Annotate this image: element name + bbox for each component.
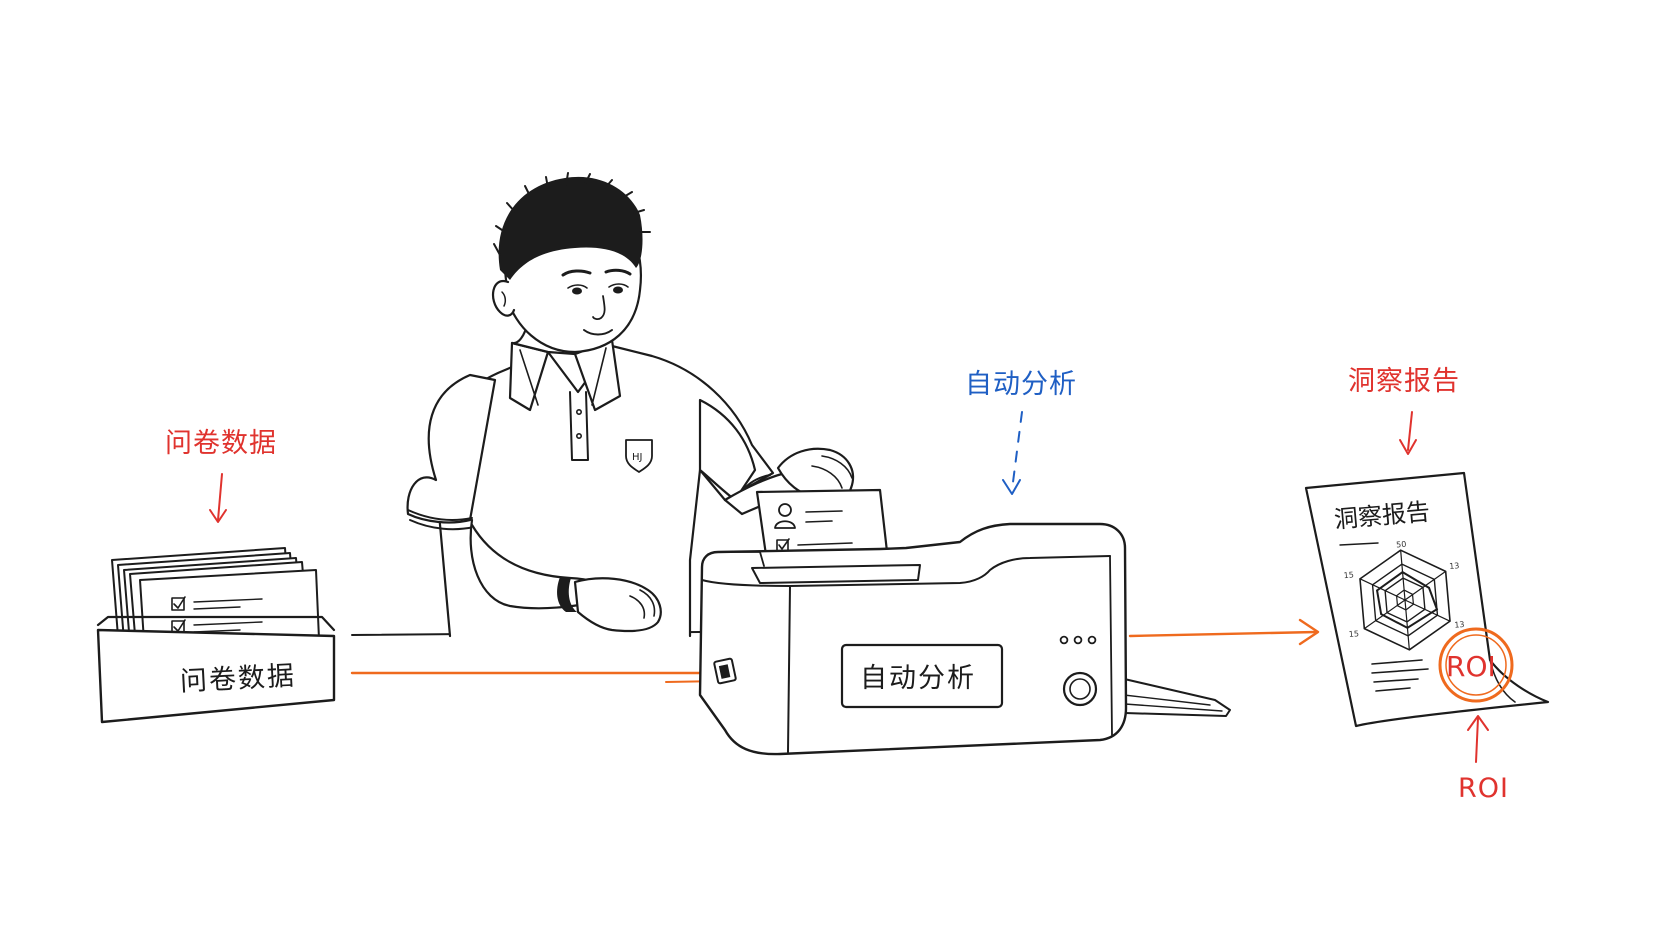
arrow-down-icon	[217, 473, 223, 521]
label-auto-analysis-group: 自动分析	[965, 369, 1077, 495]
radar-chart: 50 13 13 15 15	[1343, 540, 1465, 651]
label-roi-group: ROI	[1458, 715, 1509, 804]
insight-report-sheet: 洞察报告 50 13 13 15 15 ROI	[1304, 471, 1550, 728]
shirt-logo: HJ	[632, 452, 642, 463]
box-label: 问卷数据	[179, 661, 296, 698]
arrow-down-icon	[1011, 411, 1023, 491]
radar-tick: 13	[1449, 561, 1460, 571]
person: HJ	[406, 172, 855, 638]
arrow-down-icon	[1407, 411, 1413, 451]
radar-tick: 13	[1454, 620, 1465, 630]
checkbox-icon	[171, 596, 263, 611]
roi-stamp: ROI	[1438, 627, 1514, 703]
radar-tick: 50	[1396, 540, 1407, 550]
arrow-up-icon	[1475, 717, 1479, 763]
roi-stamp-text: ROI	[1446, 650, 1496, 683]
user-icon	[774, 503, 796, 529]
label-insight-report-group: 洞察报告	[1348, 366, 1460, 455]
knob-icon	[1062, 671, 1098, 707]
indicator-lights	[1059, 635, 1097, 645]
label-insight-report: 洞察报告	[1348, 366, 1460, 397]
survey-papers-box: 问卷数据	[96, 547, 336, 724]
radar-tick: 15	[1348, 629, 1359, 639]
arrow-box-to-machine	[350, 662, 728, 686]
label-roi: ROI	[1458, 773, 1509, 804]
label-survey-data: 问卷数据	[165, 428, 277, 459]
shield-icon	[625, 439, 653, 473]
label-survey-data-group: 问卷数据	[165, 428, 277, 523]
analysis-machine: 自动分析	[698, 522, 1231, 756]
machine-label: 自动分析	[860, 663, 976, 694]
arrow-machine-to-report	[1128, 618, 1320, 646]
label-auto-analysis: 自动分析	[965, 369, 1077, 400]
radar-tick: 15	[1343, 570, 1354, 580]
